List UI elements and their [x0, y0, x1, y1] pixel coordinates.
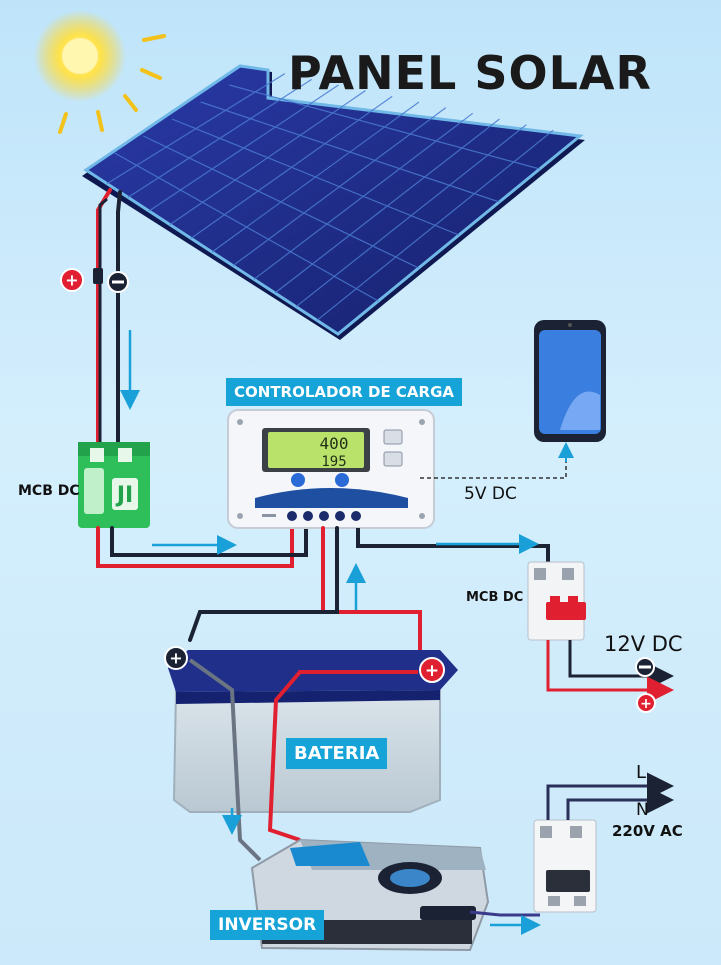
lcd-line2: 195 [321, 454, 346, 470]
plus-icon: + [419, 657, 445, 683]
panel-cell-line [143, 135, 419, 269]
page-title: PANEL SOLAR [288, 46, 652, 100]
line-label: L [636, 762, 647, 783]
neutral-label: N [636, 800, 649, 820]
mcb-left-breaker: JI [78, 442, 150, 528]
panel-cell-line [171, 118, 460, 236]
svg-text:+: + [425, 661, 439, 681]
svg-text:+: + [169, 649, 182, 668]
controller-label: CONTROLADOR DE CARGA [226, 378, 462, 406]
svg-text:JI: JI [115, 483, 133, 508]
svg-text:+: + [640, 696, 652, 712]
plus-icon: + [636, 693, 656, 713]
battery-label: BATERIA [286, 738, 388, 769]
sun-icon [34, 10, 166, 134]
phone-icon [534, 320, 606, 442]
plus-icon: + [60, 268, 84, 292]
usb-voltage-label: 5V DC [464, 484, 517, 504]
panel-cell-line [114, 152, 379, 302]
lcd-line1: 400 [320, 434, 349, 453]
panel-cell-line [200, 101, 500, 203]
panel-cell-line [229, 84, 540, 170]
ac-breaker [533, 819, 597, 913]
svg-text:+: + [65, 271, 78, 290]
minus-icon [107, 271, 129, 293]
solar-panel [82, 64, 585, 340]
inverter-label: INVERSOR [210, 910, 325, 940]
minus-icon: + [164, 646, 188, 670]
ac-output-label: 220V AC [612, 822, 683, 840]
charge-controller [227, 409, 435, 529]
minus-icon [635, 657, 655, 677]
mcb-left-label: MCB DC [18, 483, 80, 499]
mcb-right-breaker [527, 561, 586, 641]
mcb-right-label: MCB DC [466, 590, 524, 605]
dc-output-label: 12V DC [604, 632, 683, 656]
